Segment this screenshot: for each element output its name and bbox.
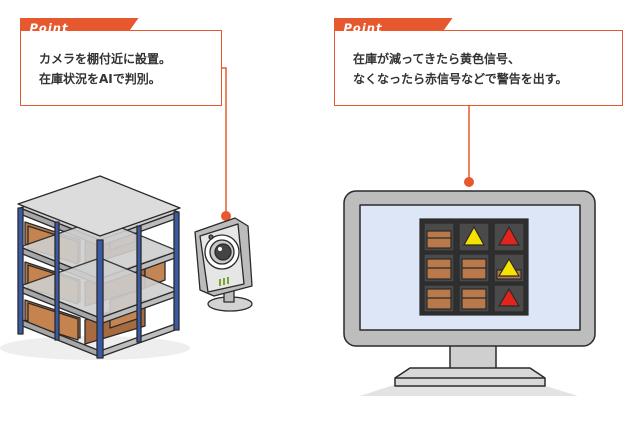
grid-cell-warning-red <box>493 222 525 252</box>
camera-connector-dot <box>221 211 231 221</box>
callout-line: カメラを棚付近に設置。 <box>39 52 172 66</box>
callout-line: なくなったら赤信号などで警告を出す。 <box>353 72 568 86</box>
grid-cell-box <box>423 222 455 252</box>
grid-cell-box <box>458 284 490 313</box>
callout-line: 在庫が減ってきたら黄色信号、 <box>353 52 521 66</box>
grid-cell-box <box>458 253 490 283</box>
callout-line: 在庫状況をAIで判別。 <box>39 72 161 86</box>
grid-cell-warning-red <box>493 284 525 313</box>
callout-camera: Point カメラを棚付近に設置。 在庫状況をAIで判別。 <box>20 21 222 106</box>
grid-cell-box <box>423 253 455 283</box>
storage-shelf <box>0 175 190 360</box>
grid-cell-warning-yellow <box>458 222 490 252</box>
camera-connector-line <box>222 67 227 216</box>
grid-cell-warning-yellow-partial <box>493 253 525 283</box>
callout-text: カメラを棚付近に設置。 在庫状況をAIで判別。 <box>39 49 171 89</box>
monitor-connector-dot <box>464 177 474 187</box>
monitor-stock-grid <box>419 218 529 316</box>
point-tag-label: Point <box>29 21 69 35</box>
point-tag: Point <box>334 18 453 38</box>
callout-warning: Point 在庫が減ってきたら黄色信号、 なくなったら赤信号などで警告を出す。 <box>334 21 623 106</box>
point-tag: Point <box>20 18 139 38</box>
grid-cell-box <box>423 284 455 313</box>
camera <box>194 217 253 312</box>
callout-text: 在庫が減ってきたら黄色信号、 なくなったら赤信号などで警告を出す。 <box>353 49 568 89</box>
point-tag-label: Point <box>343 21 383 35</box>
